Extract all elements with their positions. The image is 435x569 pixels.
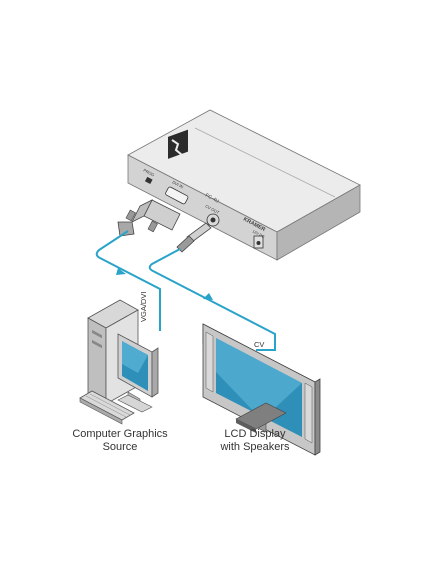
lcd-display xyxy=(202,323,321,456)
computer-graphics-source xyxy=(79,299,159,425)
left-speaker xyxy=(205,331,214,393)
source-caption: Computer Graphics Source xyxy=(60,428,180,454)
source-caption-line2: Source xyxy=(102,441,138,453)
usb-port-label: PROG xyxy=(143,167,156,177)
vga-connector xyxy=(117,199,181,237)
cv-cable-label: CV xyxy=(254,340,264,349)
dvi-input-port: DVI IN xyxy=(165,179,189,205)
cv-output-label: CV OUT xyxy=(205,203,221,215)
power-port: 12V DC xyxy=(252,229,266,249)
kramer-logo xyxy=(168,129,188,159)
cv-cable-direction-arrow xyxy=(203,293,213,300)
cv-output-port: CV OUT xyxy=(205,203,221,227)
cv-cable xyxy=(148,248,276,351)
source-caption-line1: Computer Graphics xyxy=(72,428,168,440)
power-port-label: 12V DC xyxy=(252,229,266,239)
converter-device: KRAMER FC-4U PROG DVI IN CV OUT 12V DC xyxy=(127,109,361,261)
vga-dvi-cable-label: VGA/DVI xyxy=(139,292,148,322)
lcd-stand-base xyxy=(235,402,287,430)
dvi-input-label: DVI IN xyxy=(172,179,185,189)
display-caption-line2: with Speakers xyxy=(220,441,290,453)
display-caption: LCD Display with Speakers xyxy=(200,428,310,454)
display-caption-line1: LCD Display xyxy=(224,428,286,440)
usb-port: PROG xyxy=(143,167,156,185)
vga-cable-direction-arrow xyxy=(116,268,126,275)
rca-connector xyxy=(176,222,212,253)
vga-cable xyxy=(95,230,161,331)
right-speaker xyxy=(304,382,313,444)
